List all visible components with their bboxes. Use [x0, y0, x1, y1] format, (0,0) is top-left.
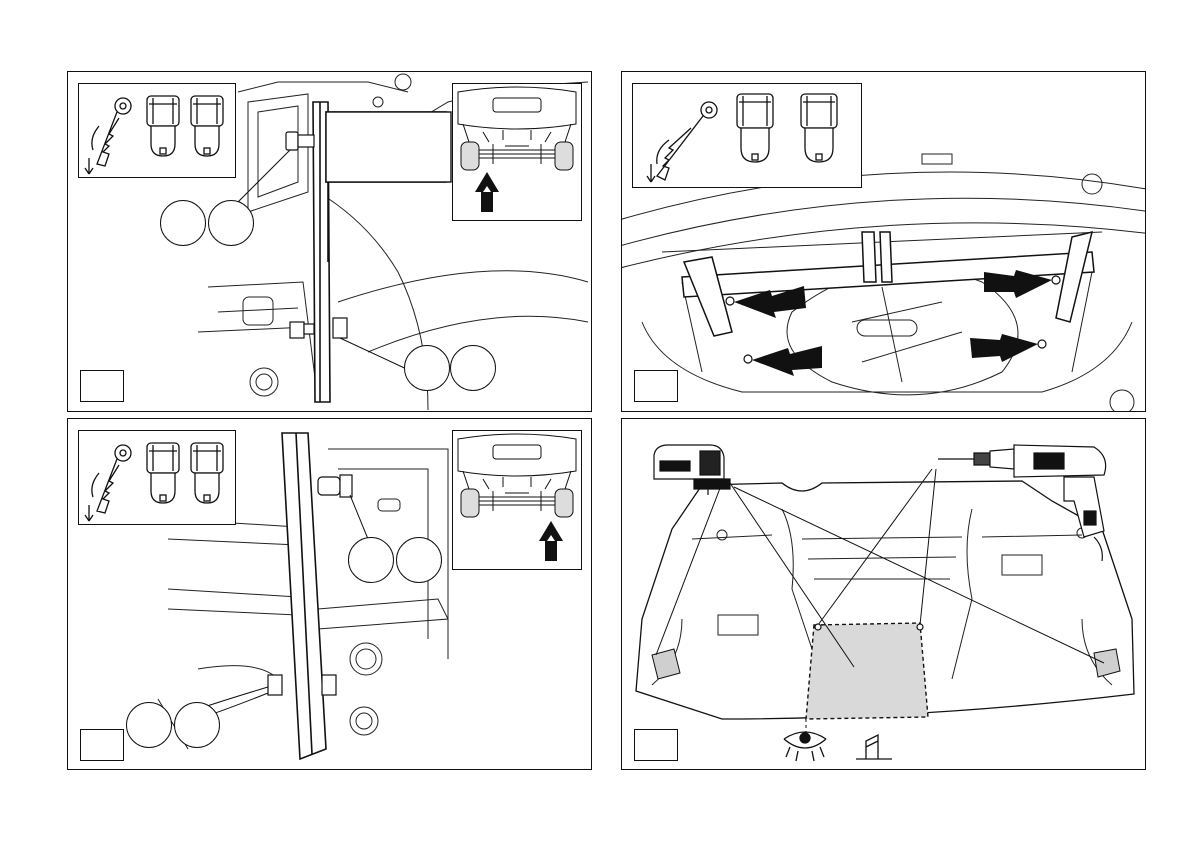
panel-1: [67, 71, 592, 412]
cut-area: [806, 623, 928, 719]
callout-circle: [160, 200, 206, 246]
vehicle-rear-inset: [452, 83, 582, 221]
tool-box: [632, 83, 862, 188]
callout-circle: [450, 345, 496, 391]
socket-icon: [191, 96, 223, 156]
callout-circle: [208, 200, 254, 246]
edge-cut-icon: [854, 727, 894, 763]
callout-circle: [396, 537, 442, 583]
tool-box: [78, 430, 236, 525]
callout-circle: [126, 702, 172, 748]
panel-3: [67, 418, 592, 770]
ratchet-wrench-icon: [85, 98, 131, 174]
step-number-box: [80, 729, 124, 761]
eye-icon: [780, 727, 830, 763]
callout-circle: [348, 537, 394, 583]
panel-2: [621, 71, 1146, 412]
socket-icon: [191, 443, 223, 503]
socket-icon: [737, 94, 773, 162]
callout-circle: [404, 345, 450, 391]
panel-4: [621, 418, 1146, 770]
socket-icon: [147, 96, 179, 156]
tool-box: [78, 83, 236, 178]
socket-icon: [147, 443, 179, 503]
socket-icon: [801, 94, 837, 162]
callout-circle: [174, 702, 220, 748]
vehicle-rear-inset: [452, 430, 582, 570]
ratchet-wrench-icon: [647, 102, 717, 182]
step-number-box: [80, 370, 124, 402]
arrow-up-icon: [475, 172, 499, 212]
jigsaw-icon: [650, 439, 740, 495]
step-number-box: [634, 729, 678, 761]
ratchet-wrench-icon: [85, 445, 131, 521]
step-number-box: [634, 370, 678, 402]
arrow-up-icon: [539, 521, 563, 561]
drill-icon: [934, 441, 1114, 561]
